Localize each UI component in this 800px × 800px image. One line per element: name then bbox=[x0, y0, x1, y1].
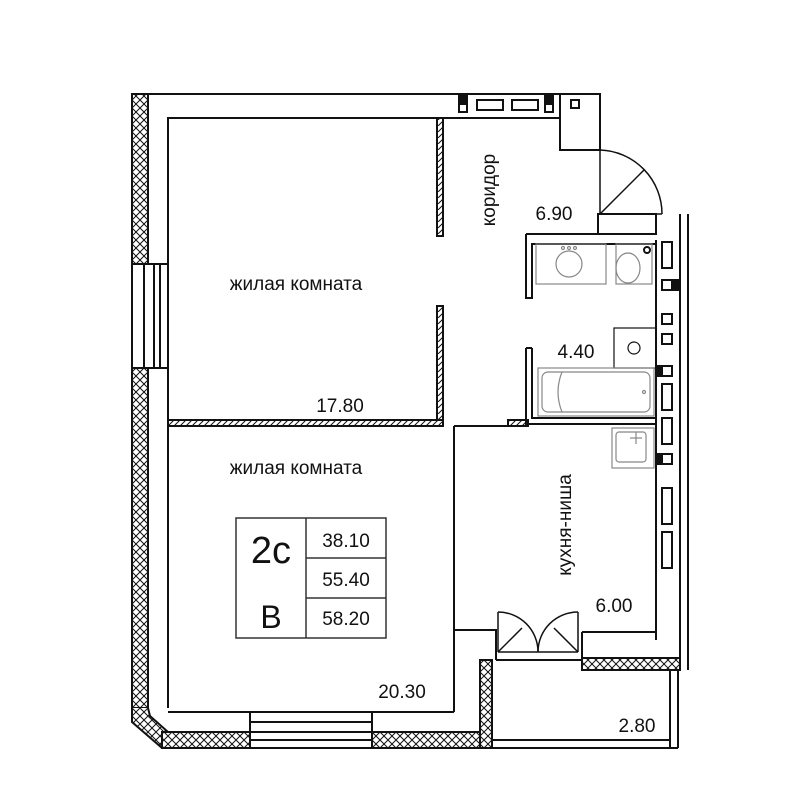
washing-machine-icon bbox=[613, 327, 657, 369]
toilet-icon bbox=[615, 243, 653, 285]
facade-openings bbox=[458, 93, 681, 569]
room-name-corridor: коридор bbox=[479, 154, 500, 227]
apartment-section: В bbox=[260, 599, 281, 635]
room-area-corridor: 6.90 bbox=[536, 204, 573, 225]
kitchen-sink-icon bbox=[611, 427, 655, 469]
total-area: 55.40 bbox=[322, 570, 370, 591]
sink-icon bbox=[535, 243, 607, 285]
apartment-type: 2с bbox=[251, 530, 291, 572]
room-name-living-1: жилая комната bbox=[230, 274, 363, 295]
apartment-summary-table bbox=[235, 517, 387, 639]
bathtub-icon bbox=[537, 367, 655, 417]
room-area-bathroom: 4.40 bbox=[558, 342, 595, 363]
balcony-double-door bbox=[497, 611, 579, 653]
entrance-door bbox=[599, 149, 663, 215]
room-area-balcony: 2.80 bbox=[619, 716, 656, 737]
total-area-with-balcony: 58.20 bbox=[322, 609, 370, 630]
living-area: 38.10 bbox=[322, 531, 370, 552]
room-area-kitchen: 6.00 bbox=[596, 596, 633, 617]
room-area-living-1: 17.80 bbox=[316, 396, 364, 417]
outer-walls bbox=[131, 93, 689, 749]
room-area-living-2: 20.30 bbox=[378, 682, 426, 703]
room-name-living-2: жилая комната bbox=[230, 458, 363, 479]
room-name-kitchen: кухня-ниша bbox=[555, 474, 576, 576]
interior-walls bbox=[167, 117, 679, 749]
